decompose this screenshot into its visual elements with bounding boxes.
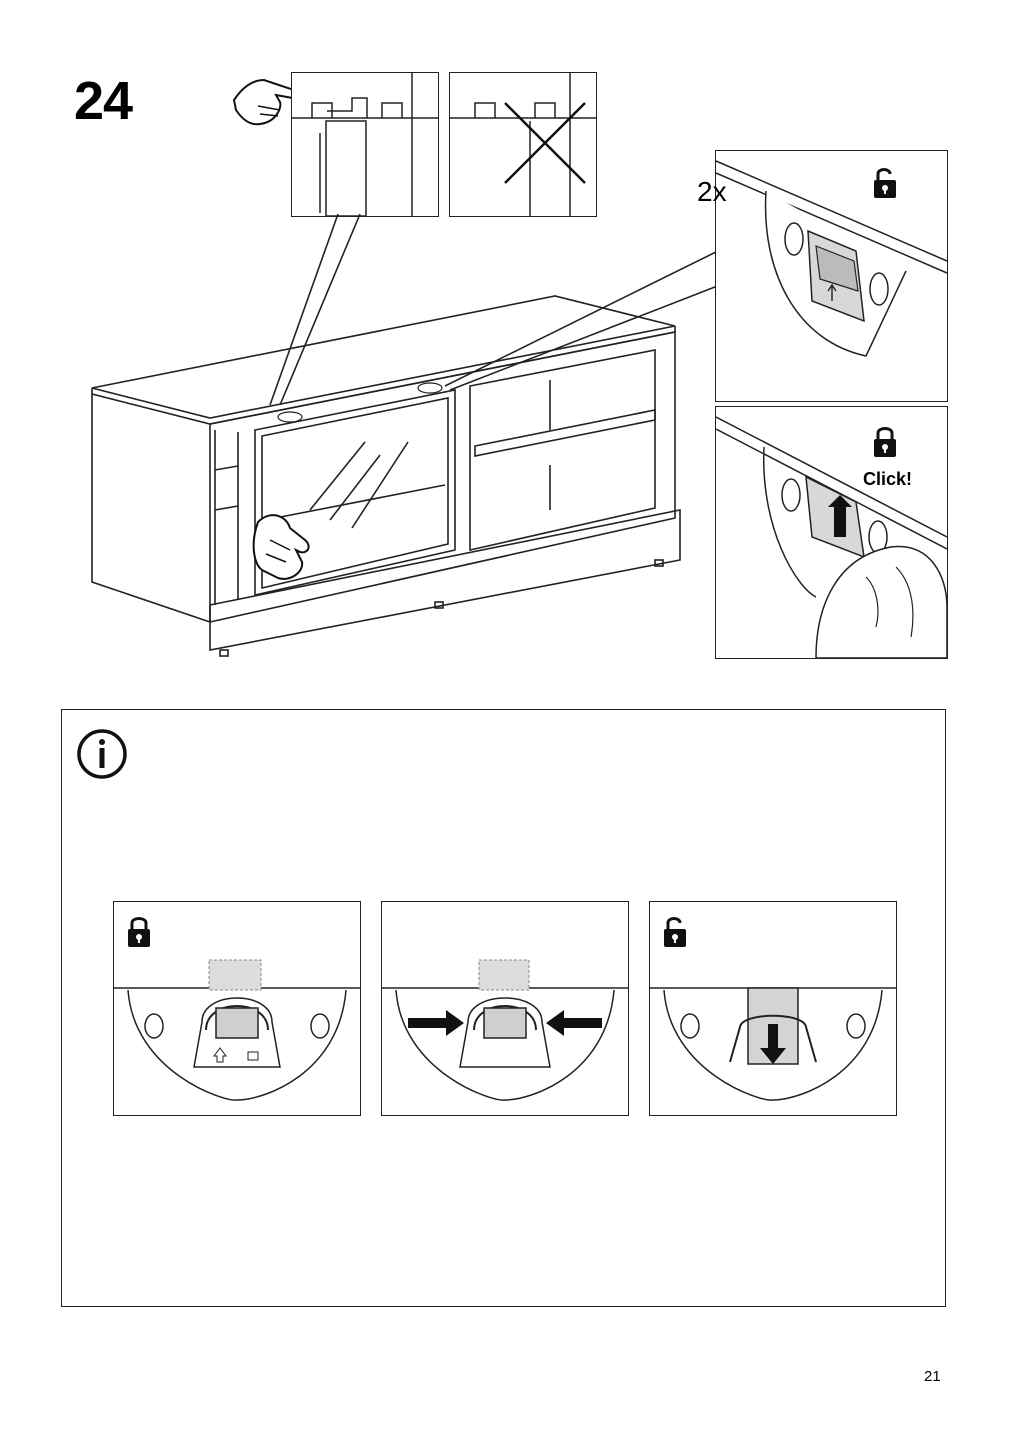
hinge-state-unlocked-panel [649,901,897,1116]
hinge-detail-unlocked [715,150,948,402]
pointing-hand-icon [232,78,304,126]
arrow-down-icon [760,1024,786,1064]
locked-icon [128,917,150,947]
hinge-state-press-panel [381,901,629,1116]
locked-icon [874,427,896,457]
click-label: Click! [863,469,913,489]
info-box [61,709,946,1307]
detail-correct-panel [291,72,439,217]
hinge-detail-locked [715,406,948,659]
hinge-state-locked-panel [113,901,361,1116]
arrow-left-icon [546,1010,602,1036]
step-number: 24 [74,71,133,131]
info-icon [77,729,127,779]
unlocked-icon [874,168,896,198]
page-number: 21 [924,1368,941,1385]
detail-incorrect-panel [449,72,597,217]
quantity-label: 2x [697,176,727,207]
unlocked-icon [664,917,686,947]
cross-mark-icon [504,102,586,184]
arrow-right-icon [408,1010,464,1036]
tv-bench-illustration [91,213,720,657]
